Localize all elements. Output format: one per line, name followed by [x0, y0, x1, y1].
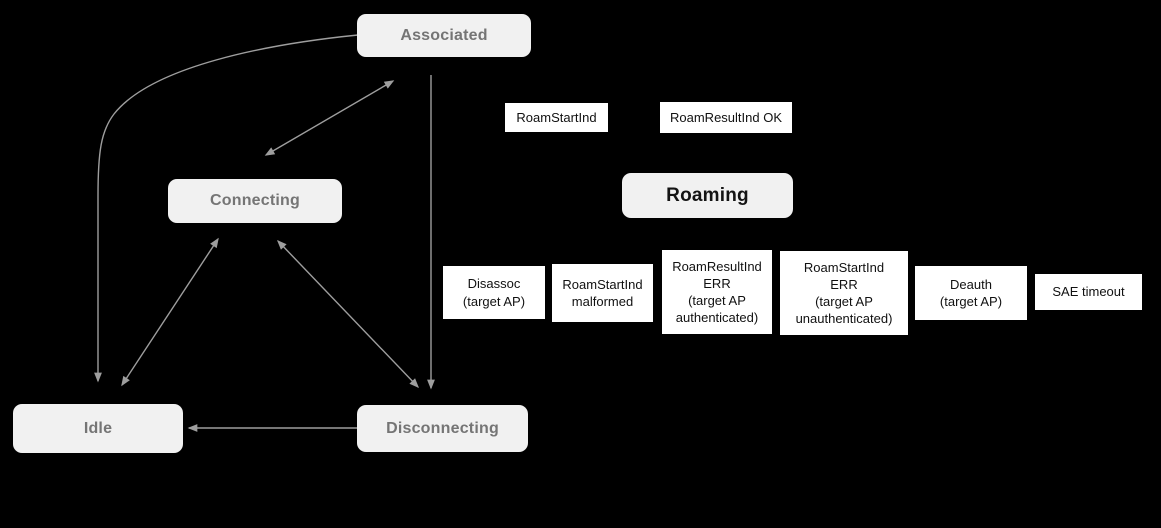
edge-associated-idle — [94, 34, 359, 383]
event-disassoc-target-ap: Disassoc (target AP) — [443, 266, 545, 319]
event-roam-start-ind: RoamStartInd — [505, 103, 608, 132]
event-deauth-target-ap: Deauth (target AP) — [915, 266, 1027, 320]
state-associated: Associated — [357, 14, 531, 57]
edge-associated-connecting — [264, 80, 395, 156]
edge-connecting-disconnecting — [276, 239, 420, 389]
event-roam-start-ind-err-unauthenticated: RoamStartInd ERR (target AP unauthentica… — [780, 251, 908, 335]
state-connecting: Connecting — [168, 179, 342, 223]
event-sae-timeout: SAE timeout — [1035, 274, 1142, 310]
state-disconnecting: Disconnecting — [357, 405, 528, 452]
event-roam-result-ind-ok: RoamResultInd OK — [660, 102, 792, 133]
edge-connecting-idle — [121, 237, 219, 387]
event-roam-start-ind-malformed: RoamStartInd malformed — [552, 264, 653, 322]
event-roam-result-ind-err-authenticated: RoamResultInd ERR (target AP authenticat… — [662, 250, 772, 334]
state-roaming: Roaming — [622, 173, 793, 218]
state-idle: Idle — [13, 404, 183, 453]
